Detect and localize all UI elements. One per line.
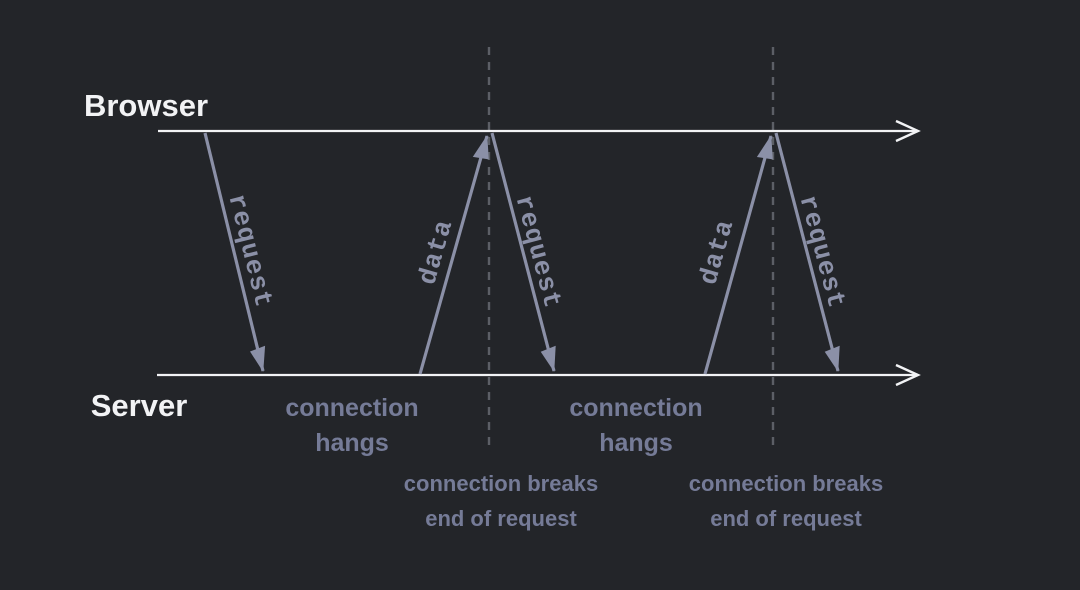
connection-breaks-line: connection breaks [403,471,599,496]
data-arrow-1 [418,135,489,375]
browser-actor-label: Browser [83,88,209,123]
data-arrow-2 [703,135,773,375]
connection-hangs-label-1: connection hangs [285,394,419,457]
request-arrow-3 [774,132,840,372]
end-of-request-line: end of request [710,506,862,531]
connection-breaks-label-2: connection breaks end of request [646,466,926,536]
connection-breaks-line: connection breaks [688,471,884,496]
request-arrow-2 [490,132,556,372]
connection-breaks-label-1: connection breaks end of request [361,466,641,536]
server-actor-label: Server [90,388,188,423]
connection-hangs-label-2: connection hangs [569,394,703,457]
request-arrow-1 [203,132,266,372]
end-of-request-line: end of request [425,506,577,531]
